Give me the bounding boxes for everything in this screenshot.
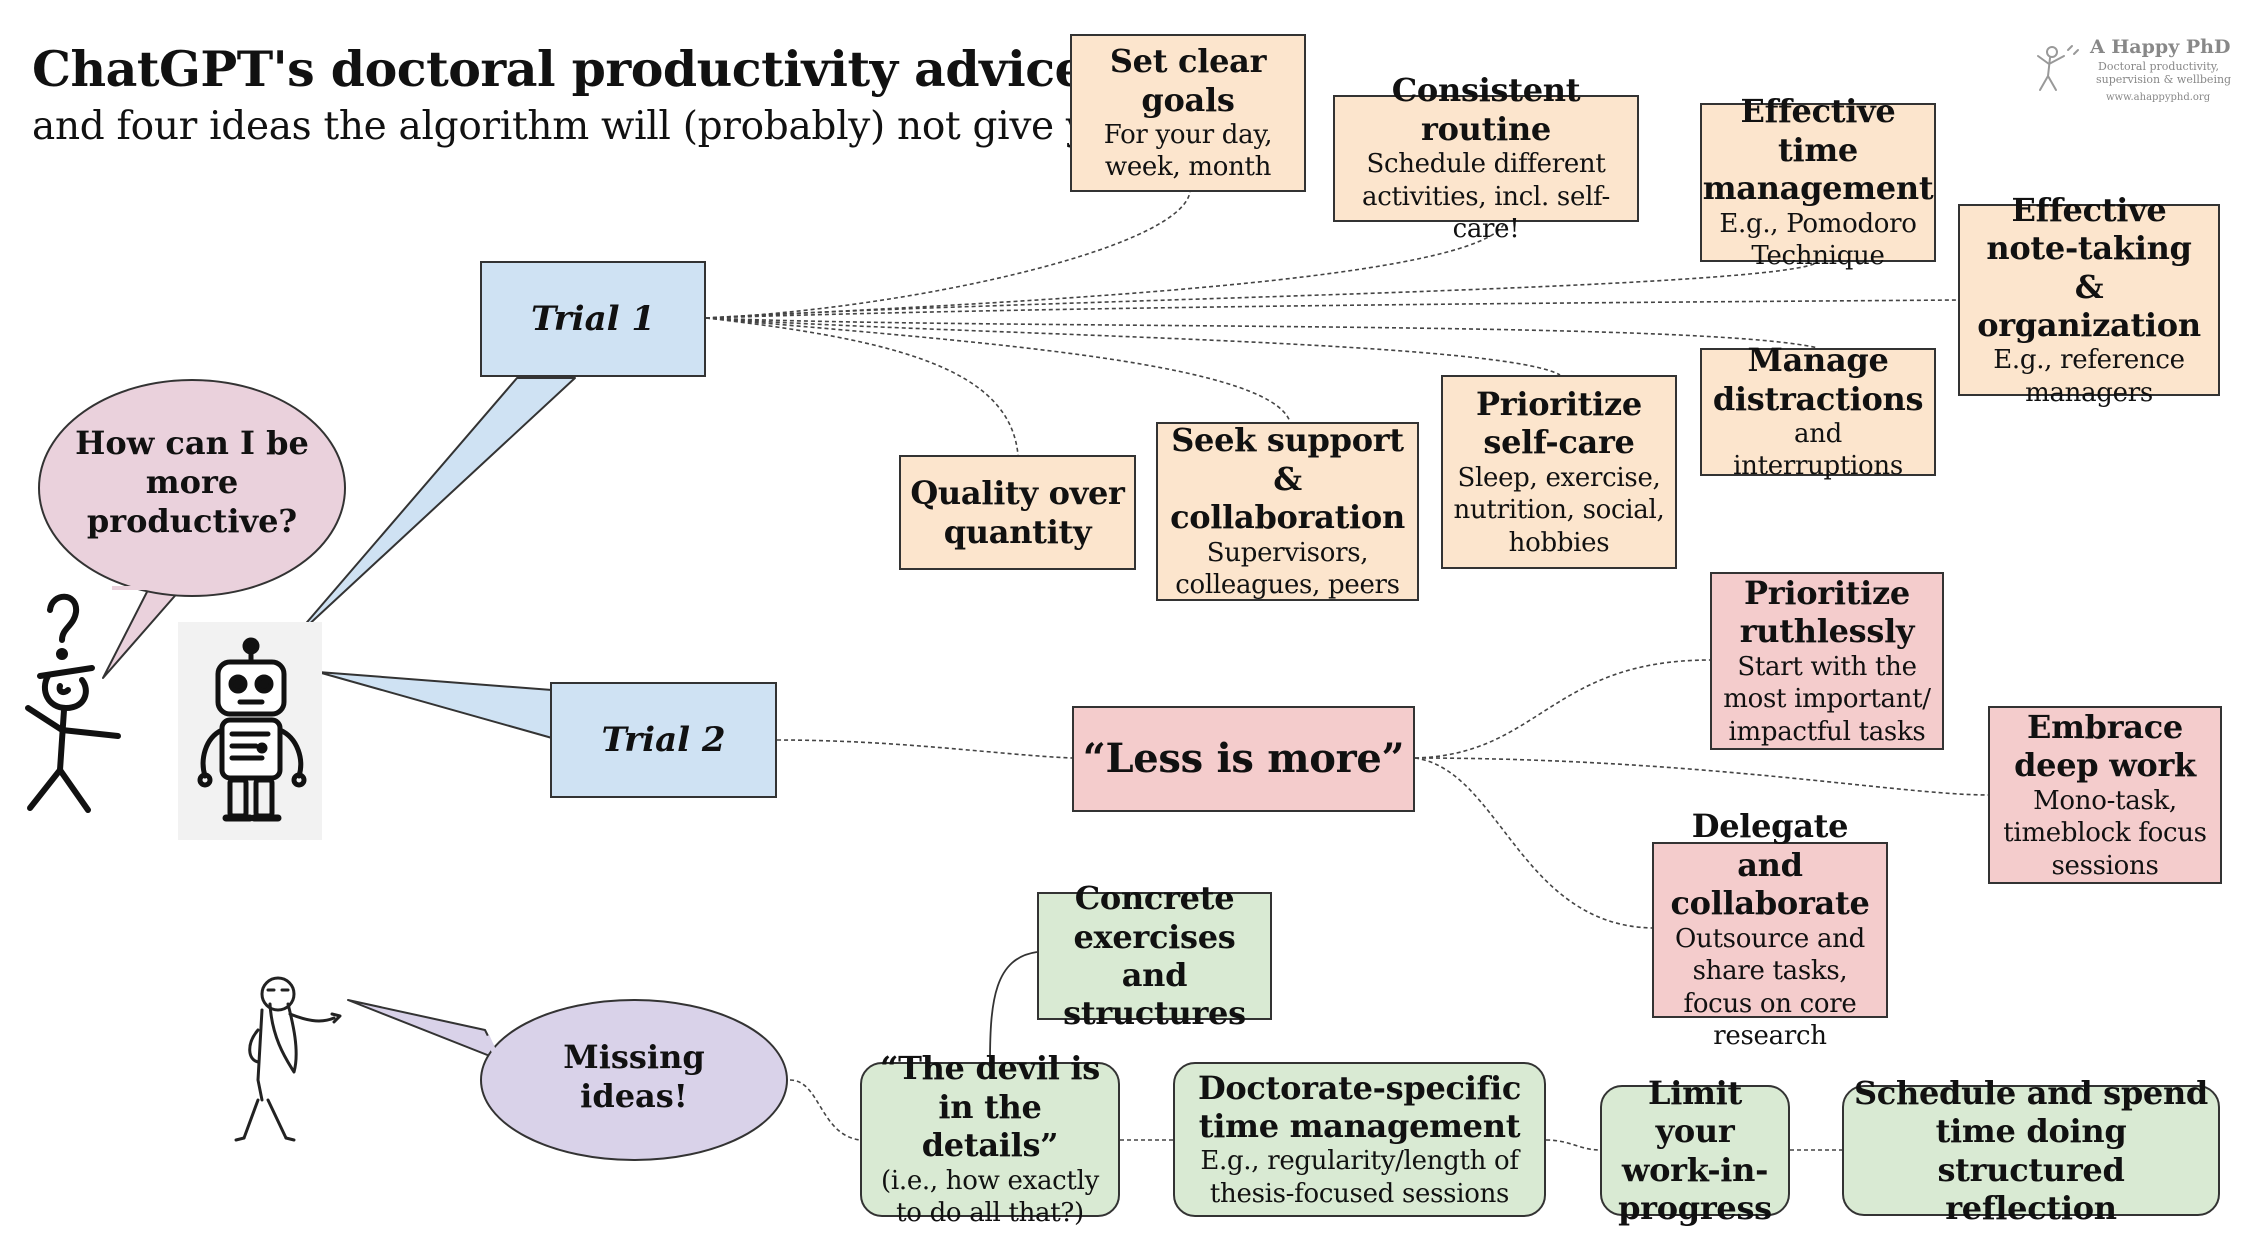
idea-structured-reflection: Schedule and spend time doing structured… — [1842, 1074, 2220, 1227]
idea-heading: Schedule and spend time doing structured… — [1853, 1073, 2209, 1227]
logo-tagline: supervision & wellbeing — [2096, 73, 2232, 86]
advice-detail: Sleep, exercise, nutrition, social, hobb… — [1453, 462, 1665, 558]
advice-note-taking: Effective note-taking & organization E.g… — [1958, 191, 2220, 408]
idea-heading: Doctorate-specific time management — [1197, 1068, 1522, 1145]
connector-devil-concrete — [989, 951, 1038, 1063]
idea-heading: Limit your work-in-progress — [1618, 1073, 1772, 1227]
advice-quality-over-quantity: Quality over quantity — [899, 455, 1136, 570]
advice-heading: Prioritize ruthlessly — [1739, 573, 1915, 651]
connector-trial1-quality — [705, 317, 1019, 456]
connector-sage-devil — [789, 1079, 861, 1141]
connector-central-ruthless — [1414, 659, 1711, 759]
trial-2-label: Trial 2 — [601, 719, 726, 760]
sage-speech-bubble — [347, 999, 788, 1161]
connector-trial1-goals — [705, 191, 1191, 319]
advice-time-management: Effective time management E.g., Pomodoro… — [1700, 92, 1936, 271]
trial2-speech-tail — [317, 671, 553, 739]
student-question: How can I be more productive? — [75, 424, 309, 541]
connector-trial1-notes — [705, 299, 1959, 319]
sage-figure — [234, 976, 342, 1142]
student-figure — [25, 593, 121, 813]
connector-trial2-central — [776, 739, 1073, 759]
advice-heading: Delegate and collaborate — [1670, 807, 1870, 923]
advice-heading: Embrace deep work — [2014, 707, 2196, 785]
advice-seek-support: Seek support & collaboration Supervisors… — [1156, 421, 1419, 601]
connector-central-deepwork — [1414, 757, 1989, 796]
advice-set-clear-goals: Set clear goals For your day, week, mont… — [1070, 34, 1306, 192]
advice-detail: Supervisors, colleagues, peers — [1175, 537, 1400, 601]
idea-detail: (i.e., how exactly to do all that?) — [881, 1165, 1099, 1229]
advice-detail: Outsource and share tasks, focus on core… — [1675, 923, 1865, 1052]
trial-1-box: Trial 1 — [480, 261, 706, 377]
connector-doctorate-wip — [1545, 1139, 1601, 1151]
idea-devil-in-details: “The devil is in the details” (i.e., how… — [860, 1049, 1120, 1228]
logo-url: www.ahappyphd.org — [2106, 92, 2211, 103]
connector-trial1-support — [705, 317, 1291, 423]
trial1-speech-tail — [289, 377, 576, 643]
advice-detail: For your day, week, month — [1103, 119, 1273, 183]
advice-heading: Seek support & collaboration — [1170, 421, 1405, 537]
student-speech-bubble — [38, 379, 346, 679]
advice-heading: Prioritize self-care — [1476, 384, 1642, 462]
connector-central-delegate — [1414, 757, 1653, 929]
advice-heading: “Less is more” — [1082, 735, 1405, 782]
advice-detail: E.g., reference managers — [1993, 345, 2185, 408]
connector-trial1-timemgmt — [705, 261, 1819, 319]
logo-tagline: Doctoral productivity, — [2098, 60, 2220, 73]
advice-detail: E.g., Pomodoro Technique — [1719, 208, 1917, 272]
advice-heading: Manage distractions — [1712, 341, 1924, 418]
advice-heading: Effective note-taking & organization — [1977, 190, 2201, 344]
sage-remark: Missing ideas! — [563, 1038, 705, 1116]
advice-heading: Effective time management — [1702, 92, 1934, 208]
advice-prioritize-self-care: Prioritize self-care Sleep, exercise, nu… — [1441, 375, 1677, 569]
brand-logo: A Happy PhD Doctoral productivity, super… — [2026, 32, 2231, 112]
advice-manage-distractions: Manage distractions and interruptions — [1700, 341, 1936, 481]
idea-detail: E.g., regularity/length of thesis-focuse… — [1200, 1146, 1519, 1209]
trial-1-label: Trial 1 — [530, 298, 656, 339]
idea-concrete-exercises: Concrete exercises and structures — [1037, 879, 1272, 1032]
advice-heading: Set clear goals — [1109, 42, 1267, 119]
logo-figure — [2037, 45, 2079, 91]
advice-heading: Quality over quantity — [910, 474, 1125, 551]
connector-trial1-selfcare — [705, 317, 1561, 376]
logo-title: A Happy PhD — [2090, 36, 2231, 58]
idea-doctorate-time-management: Doctorate-specific time management E.g.,… — [1173, 1062, 1546, 1217]
idea-heading: Concrete exercises and structures — [1063, 879, 1246, 1033]
page-subtitle: and four ideas the algorithm will (proba… — [32, 104, 1136, 149]
page-title: ChatGPT's doctoral productivity advice — [32, 40, 1086, 98]
idea-limit-wip: Limit your work-in-progress — [1600, 1074, 1790, 1227]
advice-heading: Consistent routine — [1391, 71, 1581, 148]
advice-embrace-deep-work: Embrace deep work Mono-task, timeblock f… — [1988, 706, 2222, 884]
advice-detail: Schedule different activities, incl. sel… — [1362, 149, 1610, 245]
advice-consistent-routine: Consistent routine Schedule different ac… — [1333, 71, 1639, 244]
advice-prioritize-ruthlessly: Prioritize ruthlessly Start with the mos… — [1710, 572, 1944, 750]
robot-figure — [178, 622, 322, 840]
idea-heading: “The devil is in the details” — [879, 1049, 1101, 1165]
advice-detail: Start with the most important/ impactful… — [1723, 651, 1931, 747]
connector-trial1-distractions — [705, 317, 1819, 349]
trial-2-box: Trial 2 — [550, 682, 777, 798]
advice-detail: and interruptions — [1733, 418, 1903, 482]
advice-detail: Mono-task, timeblock focus sessions — [2003, 785, 2207, 881]
advice-less-is-more: “Less is more” — [1072, 706, 1415, 812]
advice-delegate-collaborate: Delegate and collaborate Outsource and s… — [1652, 807, 1888, 1051]
